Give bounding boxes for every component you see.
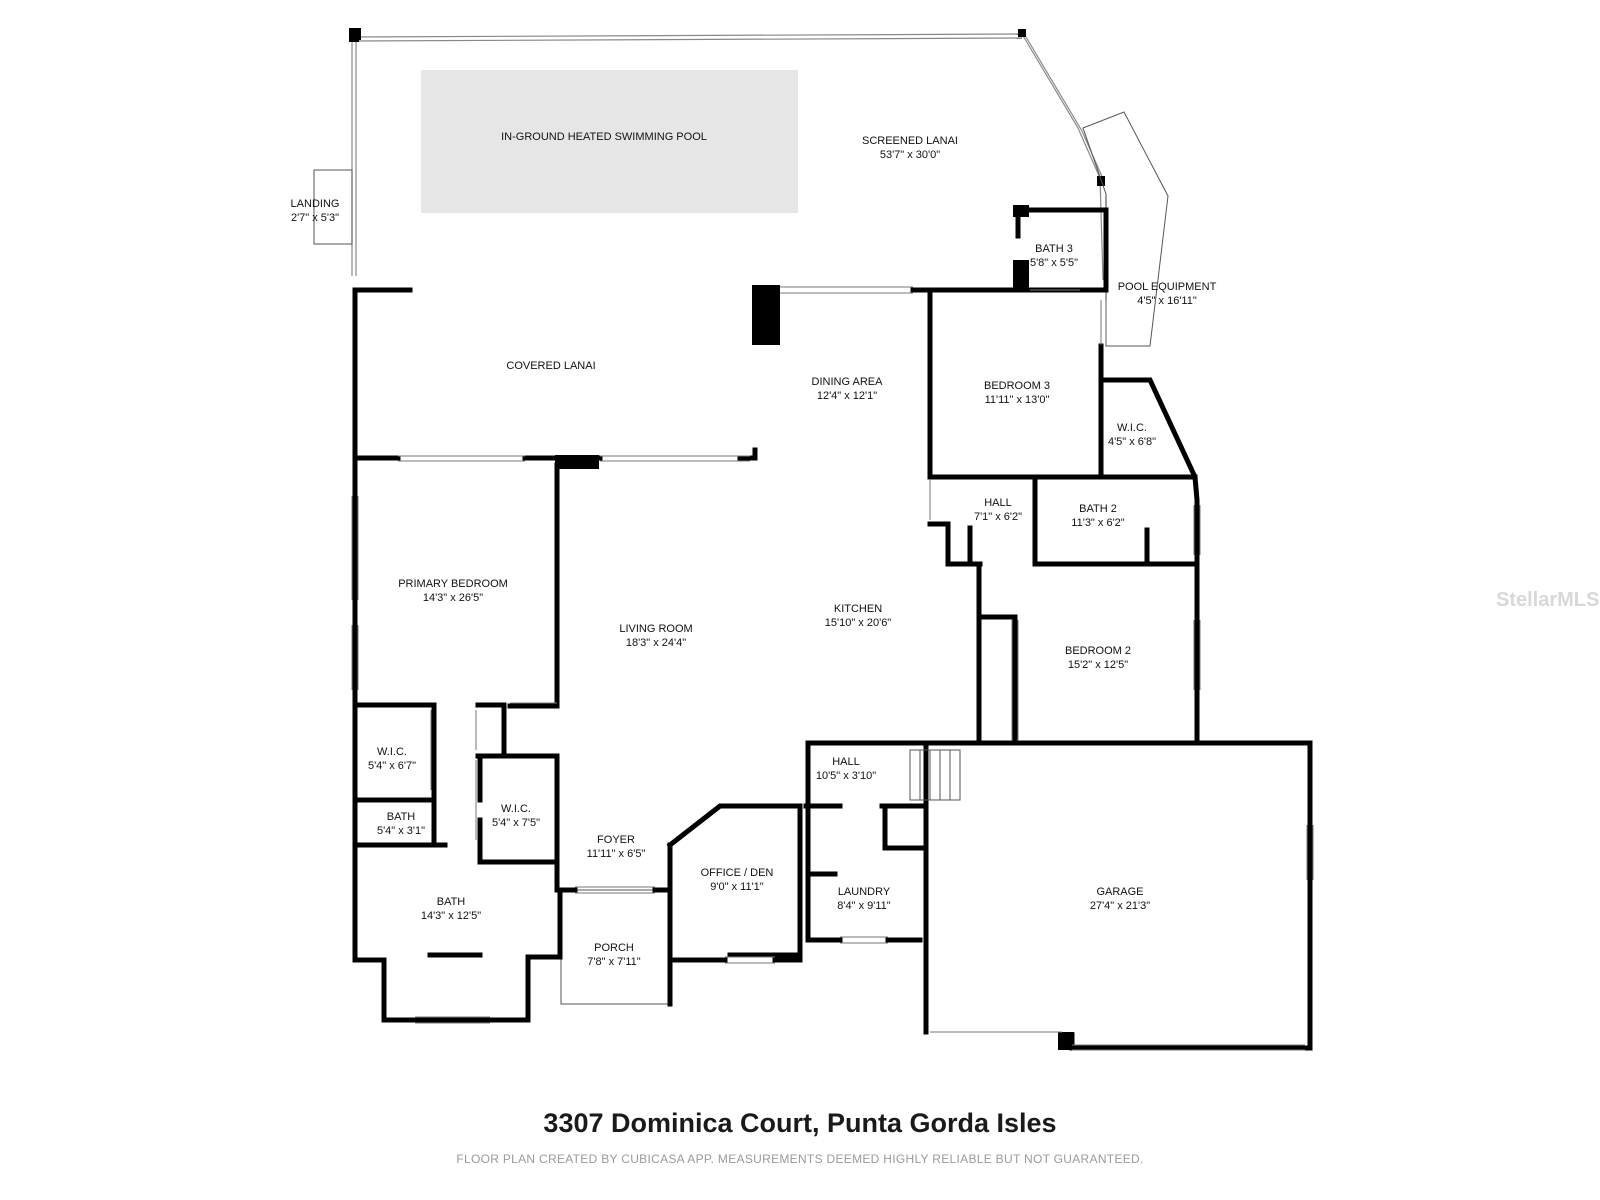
bath-primary-label: BATH bbox=[437, 896, 466, 908]
pool-equipment-label: POOL EQUIPMENT bbox=[1118, 281, 1217, 293]
living-room-dim: 18'3" x 24'4" bbox=[626, 637, 686, 649]
hall-mid-label: HALL bbox=[832, 756, 860, 768]
office-label: OFFICE / DEN bbox=[701, 867, 774, 879]
bedroom3-label: BEDROOM 3 bbox=[984, 380, 1050, 392]
screen-enclosure bbox=[351, 33, 1107, 346]
wic-bed3-dim: 4'5" x 6'8" bbox=[1108, 436, 1156, 448]
bath-small-label: BATH bbox=[387, 811, 416, 823]
pool-label: IN-GROUND HEATED SWIMMING POOL bbox=[501, 131, 707, 143]
primary-bedroom-dim: 14'3" x 26'5" bbox=[423, 592, 483, 604]
wic-bed3-label: W.I.C. bbox=[1117, 422, 1147, 434]
windows bbox=[351, 286, 1314, 1051]
screened-lanai-label: SCREENED LANAI bbox=[862, 135, 958, 147]
dining-dim: 12'4" x 12'1" bbox=[817, 390, 877, 402]
foyer-label: FOYER bbox=[597, 834, 635, 846]
hall-top-dim: 7'1" x 6'2" bbox=[974, 511, 1022, 523]
bath3-dim: 5'8" x 5'5" bbox=[1030, 257, 1078, 269]
pool-equipment-outline bbox=[1082, 111, 1169, 347]
wic-primary2-dim: 5'4" x 7'5" bbox=[492, 817, 540, 829]
wic-primary2-label: W.I.C. bbox=[501, 803, 531, 815]
wic-primary1-dim: 5'4" x 6'7" bbox=[368, 760, 416, 772]
hall-mid-dim: 10'5" x 3'10" bbox=[816, 770, 876, 782]
disclaimer: FLOOR PLAN CREATED BY CUBICASA APP. MEAS… bbox=[456, 1152, 1144, 1166]
dining-label: DINING AREA bbox=[812, 376, 884, 388]
garage-label: GARAGE bbox=[1096, 886, 1143, 898]
bath2-dim: 11'3" x 6'2" bbox=[1071, 517, 1124, 529]
bath-small-dim: 5'4" x 3'1" bbox=[377, 825, 425, 837]
hall-top-label: HALL bbox=[984, 497, 1012, 509]
kitchen-dim: 15'10" x 20'6" bbox=[825, 617, 892, 629]
covered-lanai-label: COVERED LANAI bbox=[506, 360, 595, 372]
screened-lanai-dim: 53'7" x 30'0" bbox=[880, 149, 940, 161]
bedroom2-label: BEDROOM 2 bbox=[1065, 645, 1131, 657]
watermark: StellarMLS bbox=[1496, 589, 1600, 611]
porch-dim: 7'8" x 7'11" bbox=[587, 956, 640, 968]
garage-dim: 27'4" x 21'3" bbox=[1090, 900, 1150, 912]
garage-stairs bbox=[909, 749, 961, 801]
bath-primary-dim: 14'3" x 12'5" bbox=[421, 910, 481, 922]
room-labels: IN-GROUND HEATED SWIMMING POOL SCREENED … bbox=[291, 131, 1217, 968]
bedroom3-dim: 11'11" x 13'0" bbox=[985, 394, 1050, 406]
landing-label: LANDING bbox=[291, 198, 340, 210]
porch-label: PORCH bbox=[594, 942, 634, 954]
laundry-label: LAUNDRY bbox=[838, 886, 891, 898]
primary-bedroom-label: PRIMARY BEDROOM bbox=[398, 578, 508, 590]
wic-primary1-label: W.I.C. bbox=[377, 746, 407, 758]
landing-dim: 2'7" x 5'3" bbox=[291, 212, 339, 224]
pool-equipment-dim: 4'5" x 16'11" bbox=[1137, 295, 1197, 307]
wall-blocks bbox=[349, 28, 1074, 1050]
kitchen-label: KITCHEN bbox=[834, 603, 882, 615]
laundry-dim: 8'4" x 9'11" bbox=[837, 900, 890, 912]
living-room-label: LIVING ROOM bbox=[619, 623, 692, 635]
office-dim: 9'0" x 11'1" bbox=[710, 881, 763, 893]
bath3-label: BATH 3 bbox=[1035, 243, 1073, 255]
walls bbox=[352, 207, 1313, 1051]
landing-outline bbox=[313, 169, 353, 245]
foyer-dim: 11'11" x 6'5" bbox=[587, 848, 646, 860]
property-address: 3307 Dominica Court, Punta Gorda Isles bbox=[543, 1108, 1057, 1138]
bedroom2-dim: 15'2" x 12'5" bbox=[1068, 659, 1128, 671]
swimming-pool bbox=[421, 70, 798, 213]
bath2-label: BATH 2 bbox=[1079, 503, 1117, 515]
